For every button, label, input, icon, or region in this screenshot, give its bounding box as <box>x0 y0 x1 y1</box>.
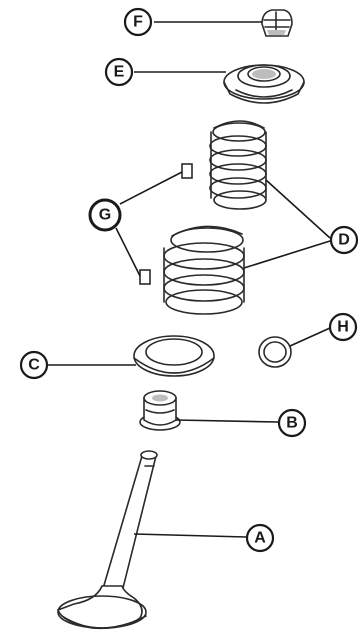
leader-g-upper <box>119 171 183 205</box>
callout-b-label: B <box>286 415 298 432</box>
callout-a-label: A <box>254 530 266 547</box>
callout-h: H <box>328 312 358 342</box>
leader-h <box>289 327 331 347</box>
leader-b <box>175 419 279 423</box>
leader-g-lower <box>115 227 141 277</box>
part-e-spring-retainer <box>223 64 305 104</box>
callout-f: F <box>123 7 153 37</box>
part-a-valve <box>56 450 158 630</box>
g-tab-upper <box>181 163 193 179</box>
callout-d-label: D <box>338 232 350 249</box>
part-c-spring-seat <box>133 335 215 377</box>
part-d-outer-spring <box>163 225 245 315</box>
leader-d-lower <box>243 240 331 269</box>
part-b-valve-stem-seal <box>139 390 181 431</box>
callout-e-label: E <box>114 64 125 81</box>
callout-c-label: C <box>28 357 40 374</box>
part-d-inner-spring <box>209 120 267 210</box>
leader-a <box>133 533 247 538</box>
callout-h-label: H <box>337 319 349 336</box>
part-h-o-ring <box>258 336 292 368</box>
callout-g-label: G <box>99 207 111 224</box>
callout-d: D <box>329 225 359 255</box>
callout-e: E <box>104 57 134 87</box>
part-f-valve-cotters <box>261 9 293 37</box>
g-tab-lower <box>139 269 151 285</box>
leader-d-upper <box>265 179 331 239</box>
callout-c: C <box>19 350 49 380</box>
callout-b: B <box>277 408 307 438</box>
callout-f-label: F <box>133 14 143 31</box>
callout-g: G <box>88 198 122 232</box>
callout-a: A <box>245 523 275 553</box>
